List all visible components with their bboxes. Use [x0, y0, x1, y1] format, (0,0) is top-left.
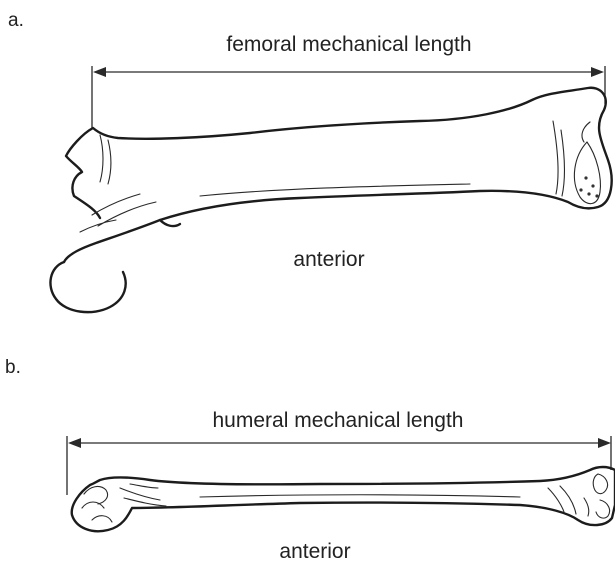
femur-arrowhead-right [591, 67, 604, 77]
femur-drawing [50, 88, 611, 312]
panel-a-letter: a. [8, 10, 24, 31]
humerus-arrowhead-right [598, 438, 611, 448]
humerus-arrowhead-left [68, 438, 81, 448]
femur-anterior-label: anterior [293, 248, 364, 271]
femoral-length-label: femoral mechanical length [226, 33, 471, 56]
humerus-distal-shading [548, 486, 589, 516]
humerus-anterior-label: anterior [279, 540, 350, 563]
panel-b-letter: b. [5, 357, 21, 378]
femur-outline [64, 88, 612, 262]
femur-arrowhead-left [93, 67, 106, 77]
humeral-length-dimension [67, 436, 611, 495]
humerus-condyles [593, 474, 609, 518]
femur-trochanter-detail [100, 135, 111, 184]
lesser-trochanter [160, 220, 180, 226]
panel-a: a. femoral mechanical length [8, 10, 612, 312]
femur-distal-shading [553, 121, 590, 196]
femoral-length-dimension [92, 66, 605, 128]
femoral-head [50, 262, 125, 312]
femur-condyle-contour [574, 142, 600, 204]
humerus-shaft-line [200, 495, 520, 497]
humerus-proximal-shading [120, 484, 166, 506]
humeral-length-label: humeral mechanical length [213, 409, 464, 432]
humerus-head-lobes [82, 487, 112, 522]
panel-b: b. humeral mechanical length anterior [5, 357, 615, 563]
femur-distal-dots [579, 176, 598, 197]
humerus-drawing [72, 467, 615, 531]
